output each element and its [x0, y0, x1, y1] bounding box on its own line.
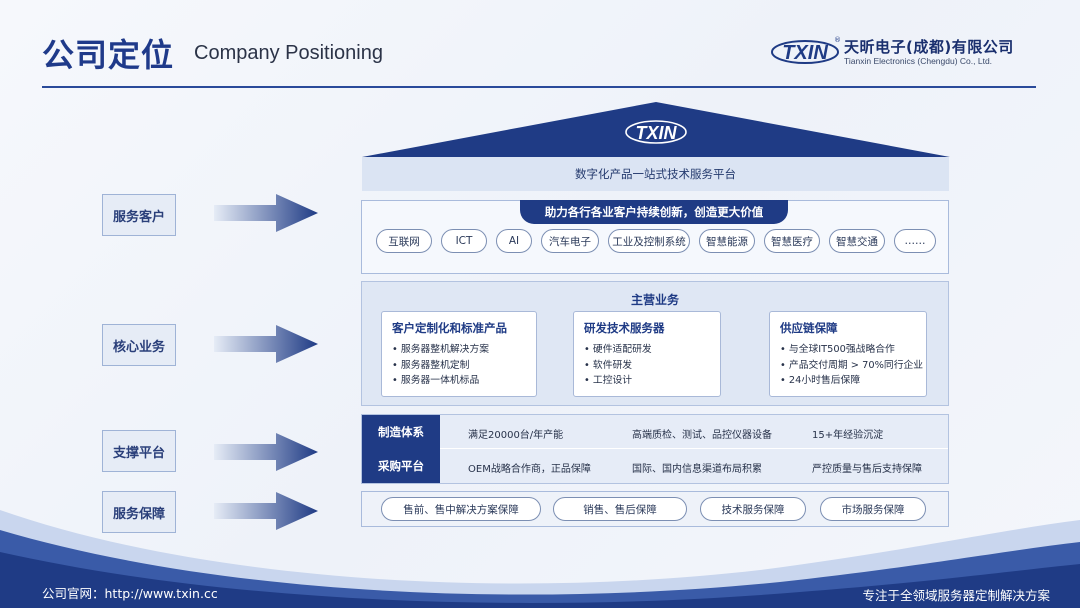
arrow-right-icon: [214, 194, 318, 232]
industry-chip: 汽车电子: [541, 229, 599, 253]
industry-chips: 互联网 ICT AI 汽车电子 工业及控制系统 智慧能源 智慧医疗 智慧交通 ……: [376, 229, 936, 253]
support-cell: 满足20000台/年产能: [468, 430, 564, 441]
arrow-right-icon: [214, 325, 318, 363]
header-divider: [42, 86, 1036, 88]
roof-logo-text: TXIN: [635, 123, 677, 143]
roof-banner: TXIN: [362, 102, 950, 157]
card-item: • 服务器整机定制: [392, 359, 470, 371]
side-label-core: 核心业务: [102, 324, 176, 366]
page-title: 公司定位: [42, 36, 175, 74]
support-row-label: 采购平台: [362, 449, 440, 483]
industry-chip: 智慧交通: [829, 229, 885, 253]
card-title: 研发技术服务器: [584, 321, 665, 335]
card-title: 供应链保障: [780, 321, 838, 335]
card-item: • 软件研发: [584, 359, 633, 371]
side-label-support: 支撑平台: [102, 430, 176, 472]
industry-chip: ……: [894, 229, 936, 253]
card-title: 客户定制化和标准产品: [392, 321, 507, 335]
company-logo: TXIN ®: [770, 34, 841, 68]
card-item: • 工控设计: [584, 375, 633, 386]
support-cell: 15+年经验沉淀: [812, 430, 884, 441]
support-row-label: 制造体系: [362, 415, 440, 449]
guarantee-chip: 售前、售中解决方案保障: [381, 497, 541, 521]
guarantee-chip: 销售、售后保障: [553, 497, 687, 521]
industry-chip: 智慧医疗: [764, 229, 820, 253]
customers-headline: 助力各行各业客户持续创新，创造更大价值: [520, 200, 788, 224]
footer-wave: [0, 510, 1080, 608]
card-item: • 服务器一体机标品: [392, 375, 480, 386]
guarantee-chip: 技术服务保障: [700, 497, 806, 521]
support-cell: 国际、国内信息渠道布局积累: [632, 464, 762, 475]
support-cell: 严控质量与售后支持保障: [812, 464, 922, 475]
card-item: • 服务器整机解决方案: [392, 344, 490, 355]
support-cell: 高端质检、测试、品控仪器设备: [632, 430, 772, 441]
business-card: 研发技术服务器 • 硬件适配研发 • 软件研发 • 工控设计: [573, 311, 721, 397]
arrow-right-icon: [214, 433, 318, 471]
industry-chip: ICT: [441, 229, 487, 253]
registered-mark: ®: [834, 36, 840, 44]
side-label-customers: 服务客户: [102, 194, 176, 236]
side-label-guarantee: 服务保障: [102, 491, 176, 533]
footer-website: 公司官网：http://www.txin.cc: [42, 586, 218, 601]
industry-chip: 智慧能源: [699, 229, 755, 253]
card-item: • 24小时售后保障: [780, 375, 861, 386]
card-item: • 产品交付周期 > 70%同行企业: [780, 359, 924, 371]
support-cell: OEM战略合作商，正品保障: [468, 464, 591, 475]
arrow-right-icon: [214, 492, 318, 530]
company-name-en: Tianxin Electronics (Chengdu) Co., Ltd.: [844, 56, 993, 66]
page-subtitle: Company Positioning: [194, 42, 383, 64]
industry-chip: 工业及控制系统: [608, 229, 690, 253]
industry-chip: 互联网: [376, 229, 432, 253]
business-card: 客户定制化和标准产品 • 服务器整机解决方案 • 服务器整机定制 • 服务器一体…: [381, 311, 537, 397]
guarantee-chip: 市场服务保障: [820, 497, 926, 521]
support-panel: [361, 414, 949, 484]
core-business-title: 主营业务: [630, 293, 679, 307]
business-card: 供应链保障 • 与全球IT500强战略合作 • 产品交付周期 > 70%同行企业…: [769, 311, 927, 397]
card-item: • 硬件适配研发: [584, 344, 652, 355]
support-row-divider: [440, 448, 948, 449]
logo-text: TXIN: [782, 42, 828, 64]
card-item: • 与全球IT500强战略合作: [780, 344, 895, 355]
company-name-cn: 天昕电子(成都)有限公司: [844, 38, 1014, 56]
industry-chip: AI: [496, 229, 532, 253]
platform-title: 数字化产品一站式技术服务平台: [362, 157, 949, 191]
footer-slogan: 专注于全领域服务器定制解决方案: [862, 588, 1050, 603]
